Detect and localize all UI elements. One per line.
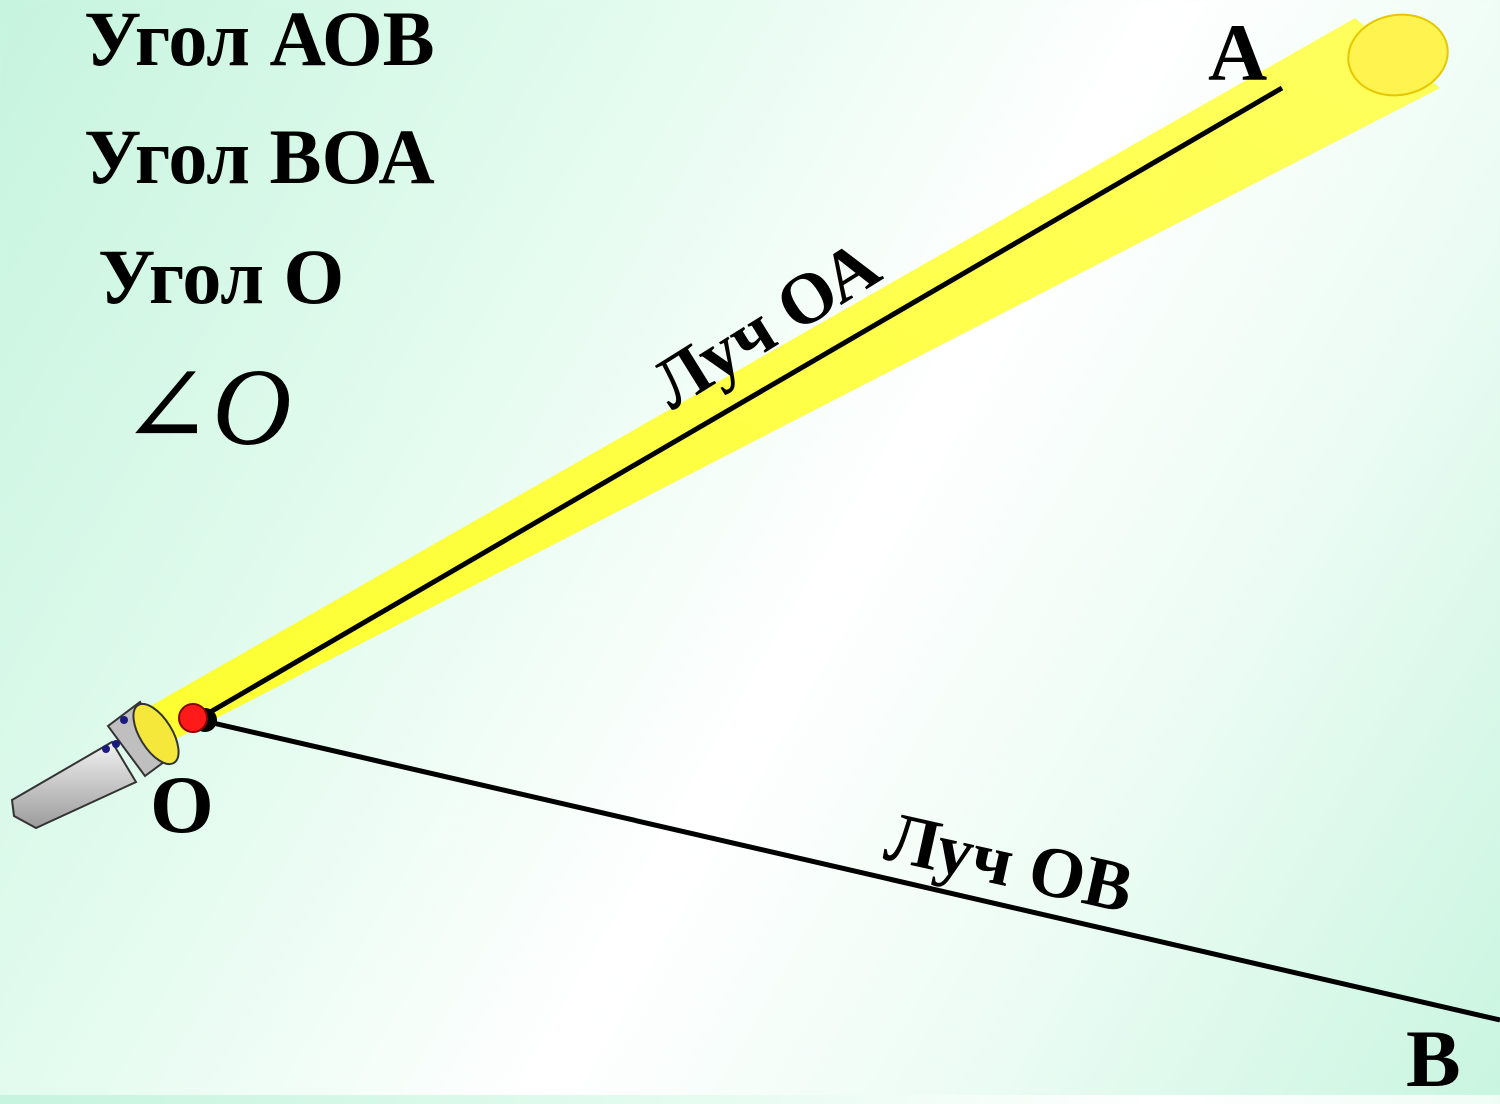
angle-name-o: Угол О bbox=[98, 233, 345, 320]
vertex-dot-icon bbox=[178, 703, 208, 733]
point-label-o: O bbox=[150, 759, 214, 850]
angle-name-aob: Угол АОВ bbox=[84, 0, 435, 82]
point-label-b: B bbox=[1406, 1013, 1461, 1104]
ray-ob-line bbox=[199, 717, 1500, 1023]
angle-symbol: ∠O bbox=[120, 346, 292, 468]
point-label-a: A bbox=[1208, 7, 1268, 98]
beam-end-icon bbox=[1347, 13, 1449, 97]
ray-oa-line bbox=[198, 85, 1284, 721]
angle-name-boa: Угол ВОА bbox=[84, 113, 435, 200]
flashlight-icon bbox=[10, 700, 180, 830]
